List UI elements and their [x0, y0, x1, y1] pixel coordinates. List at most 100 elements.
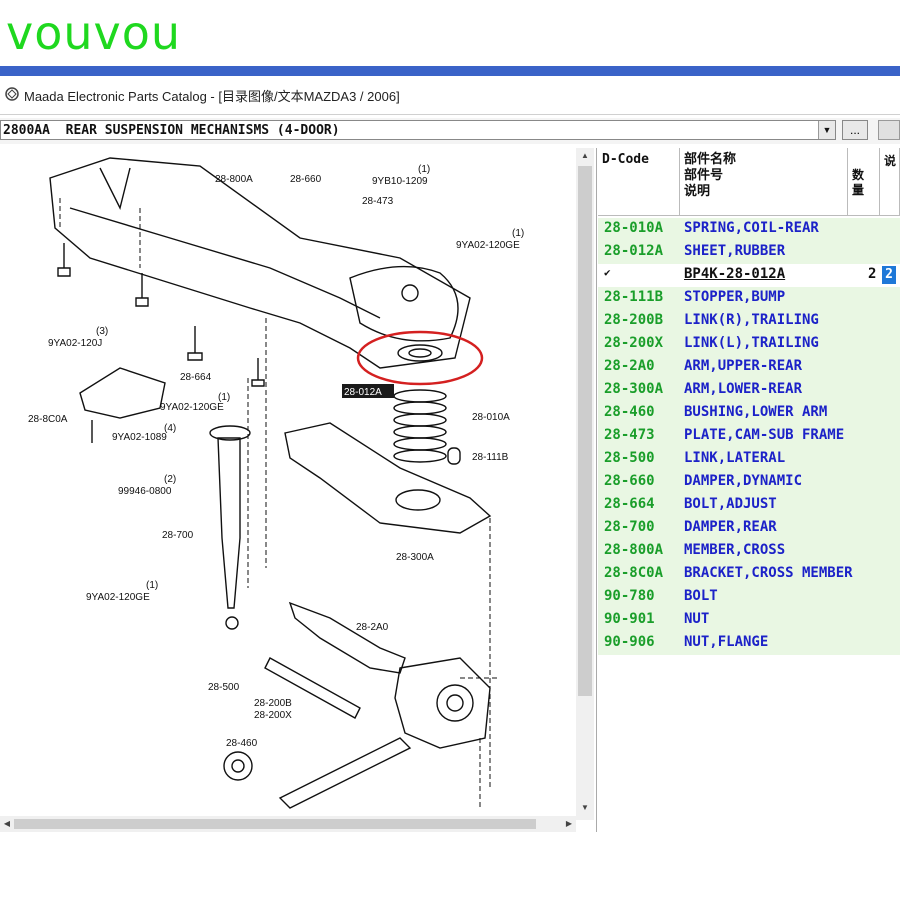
column-header-description[interactable]: 部件名称 部件号 说明 — [680, 148, 848, 216]
knuckle-shape — [394, 657, 491, 749]
callout-label: 28-300A — [396, 552, 434, 563]
part-code: 28-111B — [604, 289, 664, 305]
damper-eye — [225, 616, 239, 630]
damper-body — [217, 437, 241, 609]
callout-label: 28-111B — [472, 452, 509, 463]
chevron-down-icon[interactable]: ▼ — [818, 121, 835, 139]
part-code: 28-012A — [604, 243, 664, 259]
header-part-number: 部件号 — [684, 168, 724, 183]
hub-shape — [436, 684, 474, 722]
part-quantity: 2 — [868, 266, 877, 282]
part-name: NUT — [684, 611, 710, 627]
part-name: NUT,FLANGE — [684, 634, 769, 650]
part-code: 28-664 — [604, 496, 655, 512]
table-row[interactable]: 28-700 DAMPER,REAR — [598, 517, 900, 540]
callout-label: 9YA02-120J — [48, 338, 102, 349]
bolt-shape — [135, 273, 149, 307]
callout-label: 28-700 — [162, 530, 194, 541]
damper-top — [209, 425, 251, 441]
table-row[interactable]: 28-8C0A BRACKET,CROSS MEMBER — [598, 563, 900, 586]
part-name: STOPPER,BUMP — [684, 289, 786, 305]
callout-label: (2) — [164, 474, 176, 485]
part-name: SPRING,COIL-REAR — [684, 220, 819, 236]
diagram-pane[interactable]: 28-800A 28-660 9YB10-1209 (1) 28-473 9YA… — [0, 148, 597, 832]
rubber-seat-inner — [408, 348, 432, 358]
part-number: BP4K-28-012A — [684, 266, 786, 282]
part-name: PLATE,CAM-SUB FRAME — [684, 427, 845, 443]
header-remarks: 说明 — [684, 184, 711, 199]
table-row[interactable]: 28-200X LINK(L),TRAILING — [598, 333, 900, 356]
table-row[interactable]: 90-780 BOLT — [598, 586, 900, 609]
callout-label: (4) — [164, 423, 176, 434]
column-header-extra[interactable]: 说 — [880, 148, 900, 216]
table-row[interactable]: 90-906 NUT,FLANGE — [598, 632, 900, 655]
table-row[interactable]: 90-901 NUT — [598, 609, 900, 632]
scroll-thumb[interactable] — [578, 166, 592, 696]
coil-spring — [393, 389, 447, 463]
callout-label: 9YA02-120GE — [86, 592, 150, 603]
diagram-horizontal-scrollbar[interactable]: ◀ ▶ — [0, 816, 576, 832]
callout-label: 28-800A — [215, 174, 253, 185]
table-row[interactable]: 28-111B STOPPER,BUMP — [598, 287, 900, 310]
part-code: 28-460 — [604, 404, 655, 420]
table-row[interactable]: 28-500 LINK,LATERAL — [598, 448, 900, 471]
column-header-code[interactable]: D-Code — [598, 148, 680, 216]
callout-label: 28-200X — [254, 710, 292, 721]
table-row[interactable]: 28-664 BOLT,ADJUST — [598, 494, 900, 517]
part-name: BUSHING,LOWER ARM — [684, 404, 828, 420]
header-part-name: 部件名称 — [684, 152, 737, 167]
part-code: 28-010A — [604, 220, 664, 236]
table-row-selected[interactable]: ✔ BP4K-28-012A 2 2 — [598, 264, 900, 287]
scroll-down-icon[interactable]: ▼ — [581, 803, 589, 812]
part-code: 28-2A0 — [604, 358, 655, 374]
lower-arm-shape — [284, 422, 492, 534]
table-row[interactable]: 28-2A0 ARM,UPPER-REAR — [598, 356, 900, 379]
callout-label: 9YA02-120GE — [160, 402, 224, 413]
table-row[interactable]: 28-200B LINK(R),TRAILING — [598, 310, 900, 333]
highlight-label-bg — [342, 384, 394, 398]
table-row[interactable]: 28-660 DAMPER,DYNAMIC — [598, 471, 900, 494]
title-bar: Maada Electronic Parts Catalog - [目录图像/文… — [0, 76, 900, 115]
part-code: 90-901 — [604, 611, 655, 627]
table-row[interactable]: 28-460 BUSHING,LOWER ARM — [598, 402, 900, 425]
window-top-band — [0, 66, 900, 76]
highlight-circle — [356, 330, 484, 386]
part-name: LINK(R),TRAILING — [684, 312, 819, 328]
scroll-up-icon[interactable]: ▲ — [581, 151, 589, 160]
quantity-input[interactable]: 2 — [882, 266, 896, 284]
table-row[interactable]: 28-473 PLATE,CAM-SUB FRAME — [598, 425, 900, 448]
bushing-shape — [223, 751, 253, 781]
scroll-left-icon[interactable]: ◀ — [3, 819, 11, 828]
callout-label: 28-200B — [254, 698, 292, 709]
callout-label: (3) — [96, 326, 108, 337]
scroll-thumb[interactable] — [14, 819, 536, 829]
callout-label: 28-500 — [208, 682, 240, 693]
callout-label: (1) — [218, 392, 230, 403]
more-button[interactable]: ... — [842, 120, 868, 140]
part-code: 28-300A — [604, 381, 664, 397]
part-code: 28-660 — [604, 473, 655, 489]
lateral-link-shape — [264, 657, 361, 719]
diagram-vertical-scrollbar[interactable]: ▲ ▼ — [576, 148, 594, 820]
table-row[interactable]: 28-300A ARM,LOWER-REAR — [598, 379, 900, 402]
part-name: LINK(L),TRAILING — [684, 335, 819, 351]
hub-inner — [446, 694, 464, 712]
scroll-right-icon[interactable]: ▶ — [565, 819, 573, 828]
checkmark-icon[interactable]: ✔ — [604, 266, 611, 279]
callout-label: 9YB10-1209 — [372, 176, 428, 187]
column-header-quantity[interactable]: 数量 — [848, 148, 880, 216]
table-row[interactable]: 28-800A MEMBER,CROSS — [598, 540, 900, 563]
callout-label: 28-012A — [344, 387, 382, 398]
section-select-value: 2800AA REAR SUSPENSION MECHANISMS (4-DOO… — [3, 123, 340, 138]
toolbar-icon[interactable] — [878, 120, 900, 140]
section-select[interactable]: 2800AA REAR SUSPENSION MECHANISMS (4-DOO… — [0, 120, 836, 140]
parts-list: D-Code 部件名称 部件号 说明 数量 说 28-010A SPRING,C… — [598, 148, 900, 832]
callout-label: 28-8C0A — [28, 414, 68, 425]
trailing-link-shape — [278, 737, 412, 809]
table-row[interactable]: 28-010A SPRING,COIL-REAR — [598, 218, 900, 241]
table-row[interactable]: 28-012A SHEET,RUBBER — [598, 241, 900, 264]
mount-hole — [401, 284, 419, 302]
callout-label: 99946-0800 — [118, 486, 172, 497]
bolt-shape — [187, 326, 203, 361]
part-name: ARM,LOWER-REAR — [684, 381, 803, 397]
